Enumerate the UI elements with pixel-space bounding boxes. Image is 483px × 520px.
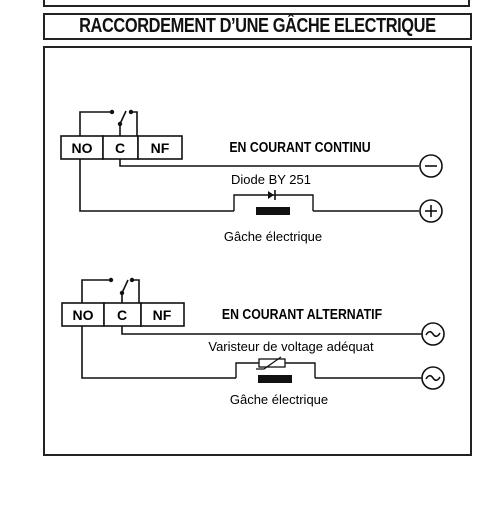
- diagram-frame: [43, 46, 472, 456]
- terminal-c: C: [115, 140, 125, 156]
- diode-symbol: [268, 191, 274, 199]
- varistor-and-load-ac: [235, 356, 316, 383]
- title-banner: RACCORDEMENT D’UNE GÂCHE ELECTRIQUE: [43, 13, 472, 40]
- wires-dc: [79, 159, 419, 212]
- relay-switch-dc: [79, 110, 138, 136]
- contact-dot: [108, 277, 114, 283]
- strike-coil: [256, 207, 290, 215]
- contact-dot: [117, 121, 123, 127]
- wires-ac: [81, 326, 422, 379]
- heading-ac: EN COURANT ALTERNATIF: [222, 306, 382, 322]
- strike-coil: [258, 375, 292, 383]
- terminal-no: NO: [73, 307, 94, 323]
- terminal-block-ac: [61, 302, 185, 327]
- top-frame-edge: [43, 0, 470, 7]
- page-title: RACCORDEMENT D’UNE GÂCHE ELECTRIQUE: [79, 15, 436, 37]
- contact-dot: [119, 290, 125, 296]
- contact-dot: [129, 277, 135, 283]
- varistor-label: Varisteur de voltage adéquat: [208, 339, 374, 354]
- terminal-block-dc: [60, 135, 183, 160]
- terminal-no: NO: [72, 140, 93, 156]
- diode-label: Diode BY 251: [231, 172, 311, 187]
- contact-dot: [109, 109, 115, 115]
- diode-and-load-dc: [233, 190, 314, 215]
- circuit-dc: NO C NF EN COURANT CONTINU Diode BY 251 …: [60, 109, 443, 244]
- contact-dot: [128, 109, 134, 115]
- relay-switch-ac: [81, 279, 140, 303]
- load-label-dc: Gâche électrique: [224, 229, 322, 244]
- load-label-ac: Gâche électrique: [230, 392, 328, 407]
- terminal-nf: NF: [153, 307, 172, 323]
- terminal-nf: NF: [151, 140, 170, 156]
- heading-dc: EN COURANT CONTINU: [229, 139, 370, 155]
- terminal-c: C: [117, 307, 127, 323]
- circuit-ac: NO C NF EN COURANT ALTERNATIF Varisteur …: [61, 277, 445, 407]
